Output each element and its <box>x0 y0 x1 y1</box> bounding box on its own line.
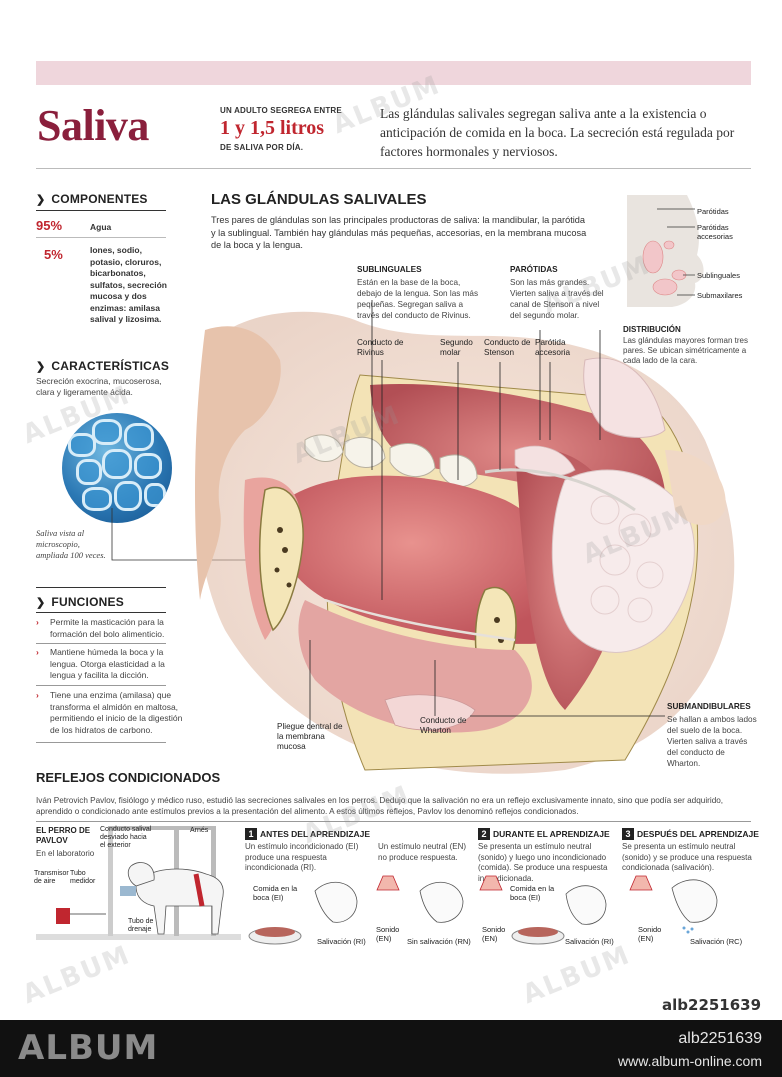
components-heading: ❯COMPONENTES <box>36 192 148 206</box>
divider <box>36 643 166 644</box>
divider <box>36 587 166 588</box>
glands-text: Tres pares de glándulas son las principa… <box>211 215 587 250</box>
album-logo: ALBUM <box>18 1028 159 1068</box>
sublinguales-label: SUBLINGUALES Están en la base de la boca… <box>357 265 479 320</box>
intro-text: Las glándulas salivales segregan saliva … <box>380 106 735 159</box>
inset-label: Parótidas <box>697 207 729 216</box>
step1-illustration <box>248 875 464 945</box>
rivinus-duct-label: Conducto de Rivinus <box>357 338 404 357</box>
stat-suffix: DE SALIVA POR DÍA. <box>220 143 304 152</box>
step2-food-label: Comida en la boca (EI) <box>510 884 555 902</box>
mucosa-fold-label: Pliegue central de la membrana mucosa <box>277 722 343 751</box>
lab-label: Tubo medidor <box>70 870 96 885</box>
stat-prefix: UN ADULTO SEGREGA ENTRE <box>220 106 342 115</box>
step2-sound-label: Sonido (EN) <box>482 925 506 943</box>
glands-heading: LAS GLÁNDULAS SALIVALES <box>211 191 427 208</box>
reflexes-text: Iván Petrovich Pavlov, fisiólogo y médic… <box>36 796 724 816</box>
step1-salivation-label: Salivación (RI) <box>317 937 366 946</box>
step3-sound-label: Sonido (EN) <box>638 925 662 943</box>
wharton-duct-label: Conducto de Wharton <box>420 716 467 735</box>
lab-label: Transmisor de aire <box>34 870 69 885</box>
step3-salivation-label: Salivación (RC) <box>690 937 743 946</box>
footer-url[interactable]: www.album-online.com <box>618 1053 762 1069</box>
component-row: 95% <box>36 218 63 233</box>
chevron-right-icon: ❯ <box>36 361 46 373</box>
step1-text-b: Un estímulo neutral (EN) no produce resp… <box>378 842 467 862</box>
function-item: ›Tiene una enzima (amilasa) que transfor… <box>36 690 183 735</box>
function-item: ›Permite la masticación para la formació… <box>36 617 165 639</box>
step2-illustration <box>479 875 607 945</box>
characteristics-heading: ❯CARACTERÍSTICAS <box>36 359 170 373</box>
divider <box>36 742 166 743</box>
function-item: ›Mantiene húmeda la boca y la lengua. Ot… <box>36 647 165 680</box>
second-molar-label: Segundo molar <box>440 338 473 357</box>
footer-bar: ALBUM alb2251639 www.album-online.com <box>0 1020 782 1077</box>
submandibulares-label: SUBMANDIBULARES Se hallan a ambos lados … <box>667 702 757 768</box>
header-band <box>36 61 751 85</box>
stenson-duct-label: Conducto de Stenson <box>484 338 531 357</box>
step1-text-a: Un estímulo incondicionado (EI) produce … <box>245 842 359 872</box>
image-code: alb2251639 <box>662 996 762 1014</box>
head-profile-diagram <box>627 195 704 307</box>
step1-sound-label: Sonido (EN) <box>376 925 400 943</box>
accessory-parotid-label: Parótida accesoria <box>535 338 571 357</box>
lab-label: Conducto salival desviado hacia el exter… <box>100 826 152 849</box>
mouth-anatomy-illustration <box>195 311 735 774</box>
inset-label: Parótidas accesorias <box>697 223 733 241</box>
step1-no-salivation-label: Sin salivación (RN) <box>407 937 471 946</box>
step2-salivation-label: Salivación (RI) <box>565 937 614 946</box>
lab-label: Tubo de drenaje <box>128 918 154 933</box>
footer-reference: alb2251639 <box>678 1030 762 1047</box>
gland-distribution-inset: Parótidas Parótidas accesorias Sublingua… <box>617 195 751 375</box>
pavlov-dog-title: EL PERRO DE PAVLOV <box>36 826 91 845</box>
component-text: Iones, sodio, potasio, cloruros, bicarbo… <box>90 245 168 324</box>
reflexes-heading: REFLEJOS CONDICIONADOS <box>36 770 221 785</box>
step1-food-label: Comida en la boca (EI) <box>253 884 298 902</box>
step3-illustration <box>629 875 718 934</box>
divider <box>36 210 166 211</box>
stat-value: 1 y 1,5 litros <box>220 117 325 139</box>
divider <box>36 821 751 822</box>
chevron-right-icon: ❯ <box>36 597 46 609</box>
pavlov-dog-subtitle: En el laboratorio <box>36 849 95 858</box>
divider <box>36 168 751 169</box>
characteristics-text: Secreción exocrina, mucoserosa, clara y … <box>36 376 162 397</box>
step3-text: Se presenta un estímulo neutral (sonido)… <box>622 842 752 872</box>
saliva-microscope-image <box>62 413 172 523</box>
inset-label: Submaxilares <box>697 291 743 300</box>
step2-text: Se presenta un estímulo neutral (sonido)… <box>478 842 608 883</box>
component-text: Agua <box>90 222 112 232</box>
divider <box>36 685 166 686</box>
inset-title: DISTRIBUCIÓN <box>623 325 681 334</box>
chevron-right-icon: ❯ <box>36 194 46 206</box>
microscope-caption: Saliva vista al microscopio, ampliada 10… <box>36 528 106 560</box>
functions-heading: ❯FUNCIONES <box>36 595 124 609</box>
saliva-volume-stat: UN ADULTO SEGREGA ENTRE 1 y 1,5 litros D… <box>220 106 360 152</box>
page-title: Saliva <box>37 101 149 150</box>
inset-text: Las glándulas mayores forman tres pares.… <box>623 336 748 365</box>
infographic-page: Saliva UN ADULTO SEGREGA ENTRE 1 y 1,5 l… <box>18 61 762 1014</box>
parotidas-label: PARÓTIDAS Son las más grandes. Vierten s… <box>510 265 604 320</box>
inset-label: Sublinguales <box>697 271 740 280</box>
divider <box>36 237 166 238</box>
pavlov-lab-diagram <box>36 826 241 940</box>
component-row: 5% <box>44 247 63 262</box>
divider <box>36 612 166 613</box>
lab-label: Arnés <box>190 827 209 834</box>
